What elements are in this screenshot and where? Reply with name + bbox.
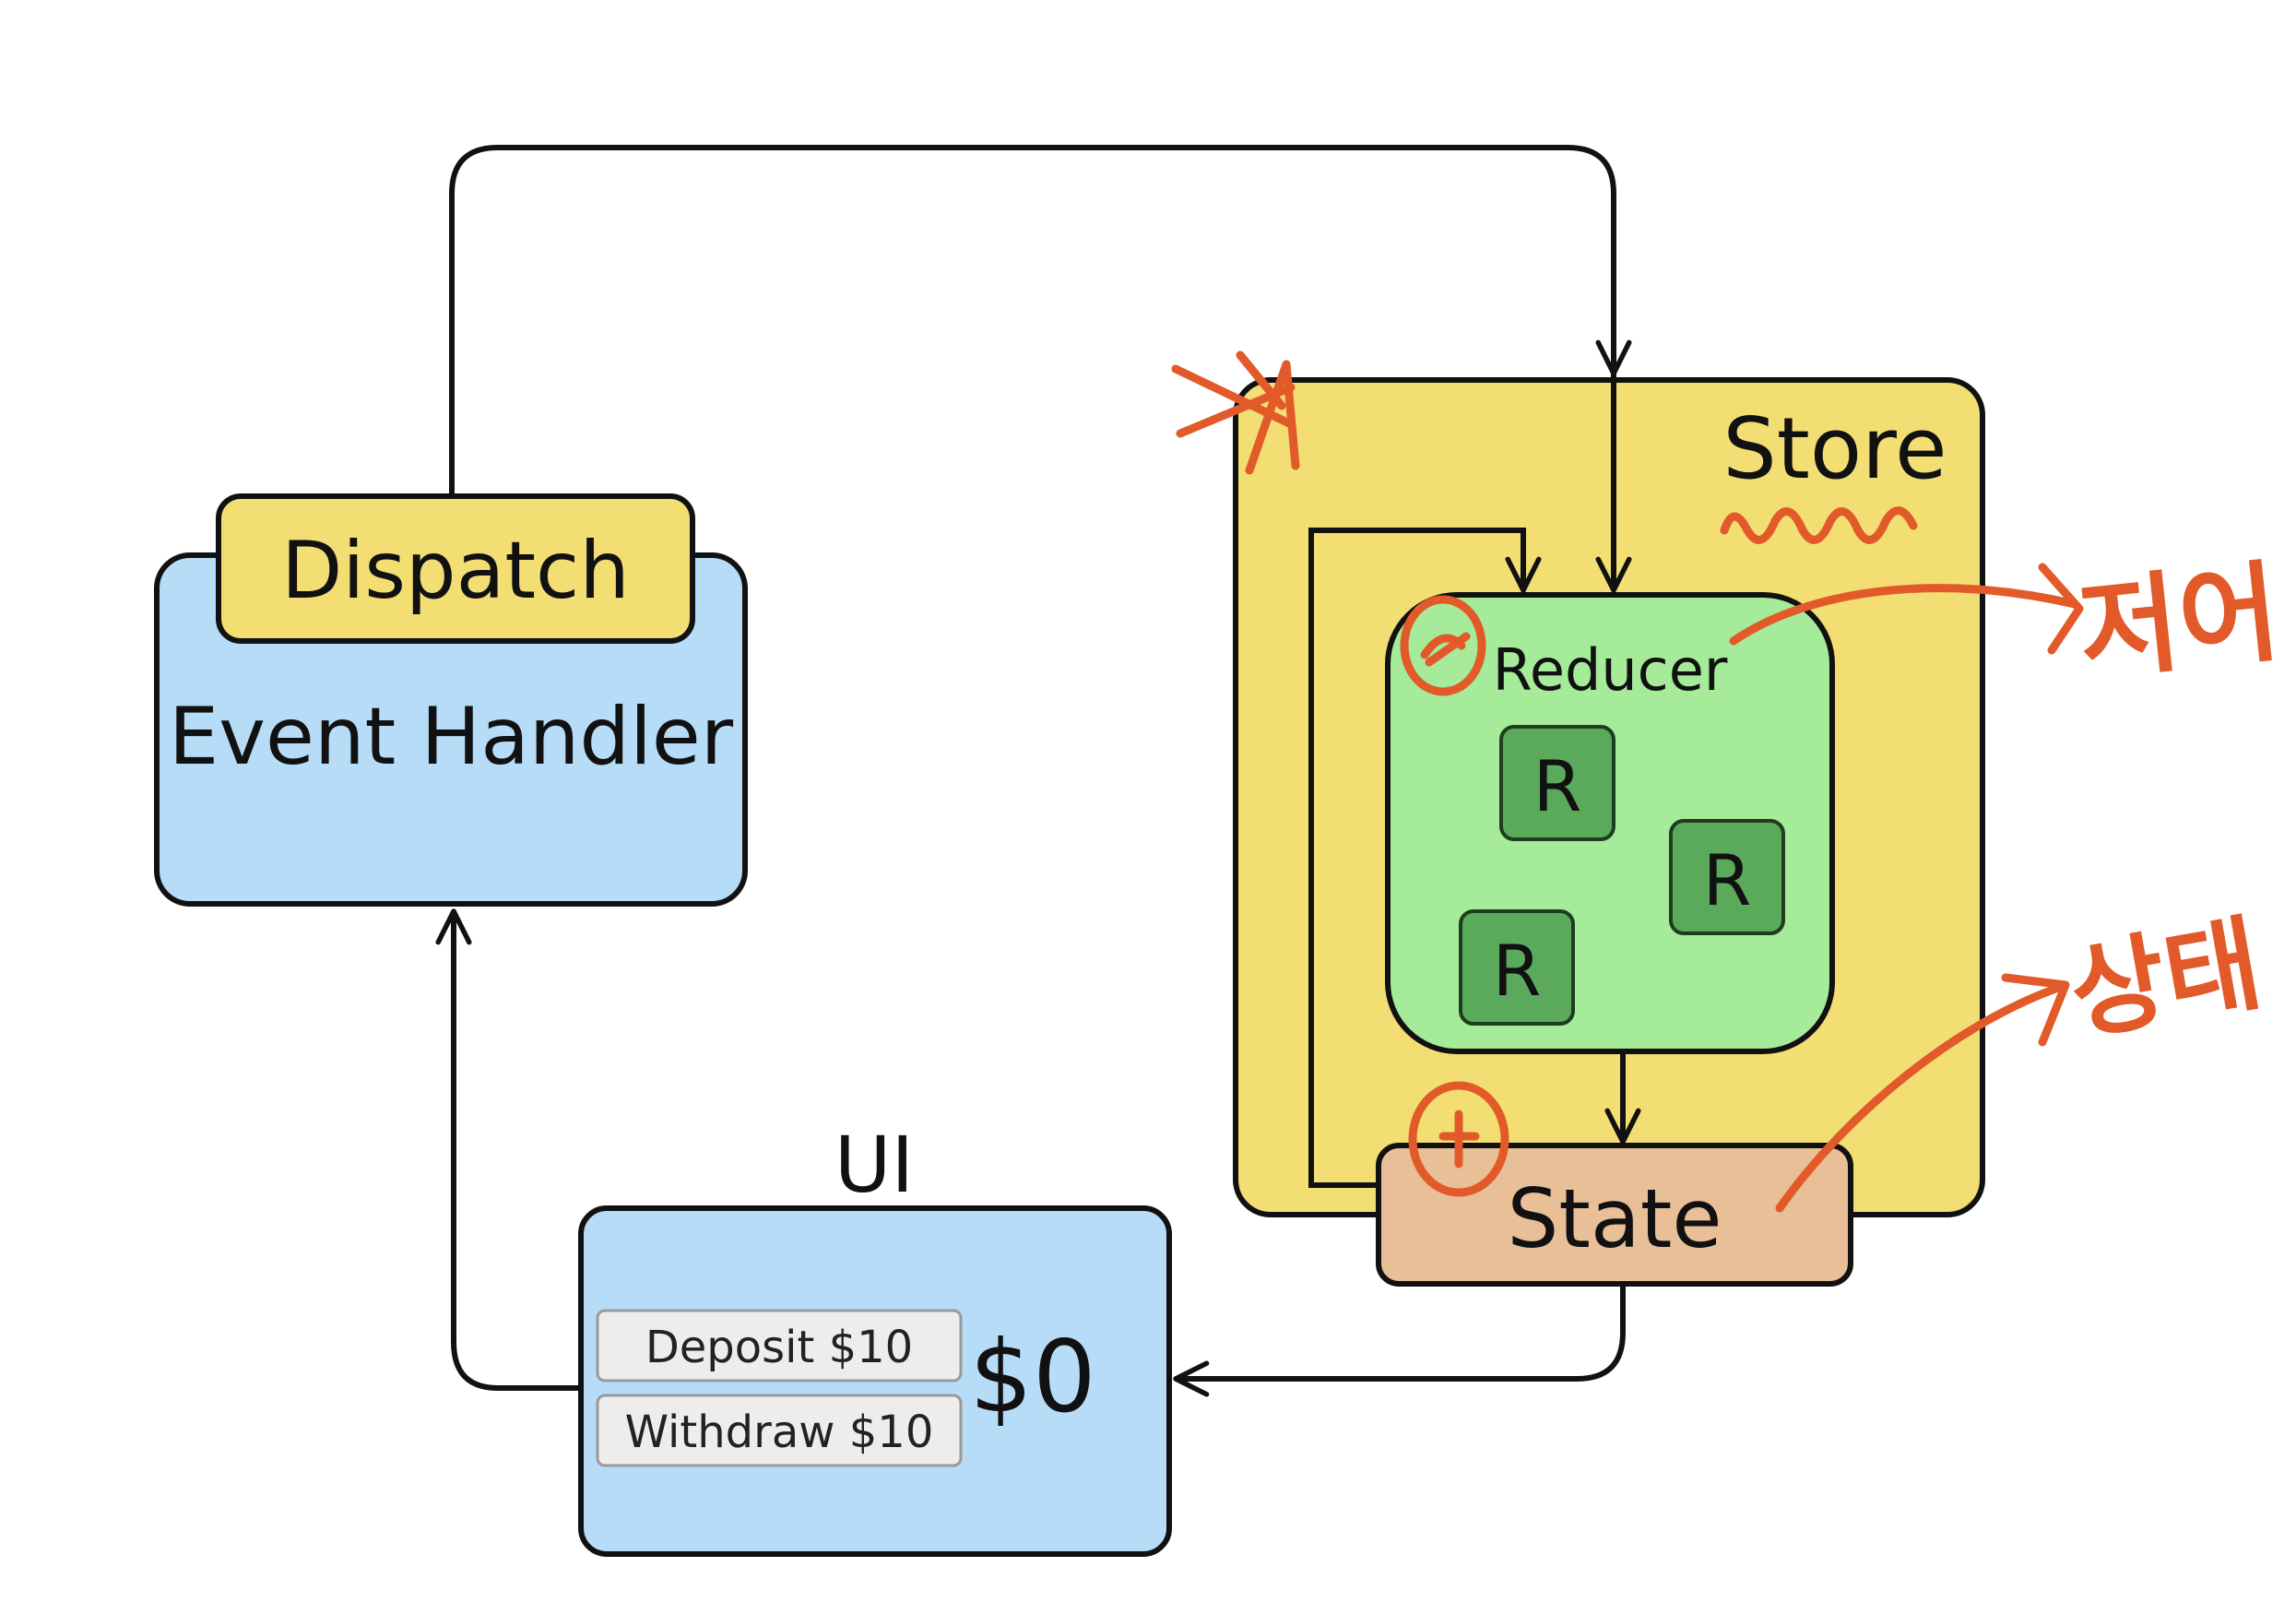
svg-text:R: R <box>1493 930 1542 1012</box>
reducer-circle-mark <box>1400 595 1486 696</box>
state-feedback-loop-arrow <box>1308 528 1542 1188</box>
reducer-circle-scribble <box>1420 632 1471 667</box>
reducer-label: Reducer <box>1493 636 1728 704</box>
ui-to-event-handler-arrow <box>435 908 581 1391</box>
handwritten-annotations <box>1171 350 2084 1213</box>
store-squiggle <box>1720 506 1918 544</box>
svg-text:R: R <box>1533 745 1582 827</box>
reducer-item-1: R <box>1499 725 1615 841</box>
state-note-arrow <box>1775 982 2065 1213</box>
dispatch-label: Dispatch <box>281 525 630 617</box>
event-handler-label: Event Handler <box>169 691 734 783</box>
ui-balance: $0 <box>969 1320 1095 1435</box>
deposit-button-label: Deposit $10 <box>645 1322 913 1373</box>
state-to-ui-arrow <box>1173 1286 1626 1397</box>
withdraw-button-label: Withdraw $10 <box>625 1406 934 1458</box>
ui-title: UI <box>834 1120 914 1210</box>
svg-text:R: R <box>1703 839 1752 921</box>
state-box <box>1376 1143 1853 1287</box>
reducer-note: 저어 <box>2073 548 2285 695</box>
state-note: 상태 <box>2062 904 2270 1055</box>
withdraw-button[interactable]: Withdraw $10 <box>596 1394 963 1467</box>
state-label: State <box>1508 1171 1722 1266</box>
deposit-button[interactable]: Deposit $10 <box>596 1309 963 1383</box>
dispatch-box <box>216 493 695 644</box>
state-circle-scribble <box>1438 1110 1480 1169</box>
dispatch-to-reducer-arrow <box>449 145 1632 498</box>
state-circle-mark <box>1408 1081 1509 1197</box>
reducer-item-3: R <box>1459 909 1575 1026</box>
reducer-item-2: R <box>1669 819 1785 935</box>
store-label: Store <box>1722 399 1947 498</box>
star-mark <box>1171 350 1300 475</box>
reducer-note-arrow <box>1729 584 2079 646</box>
